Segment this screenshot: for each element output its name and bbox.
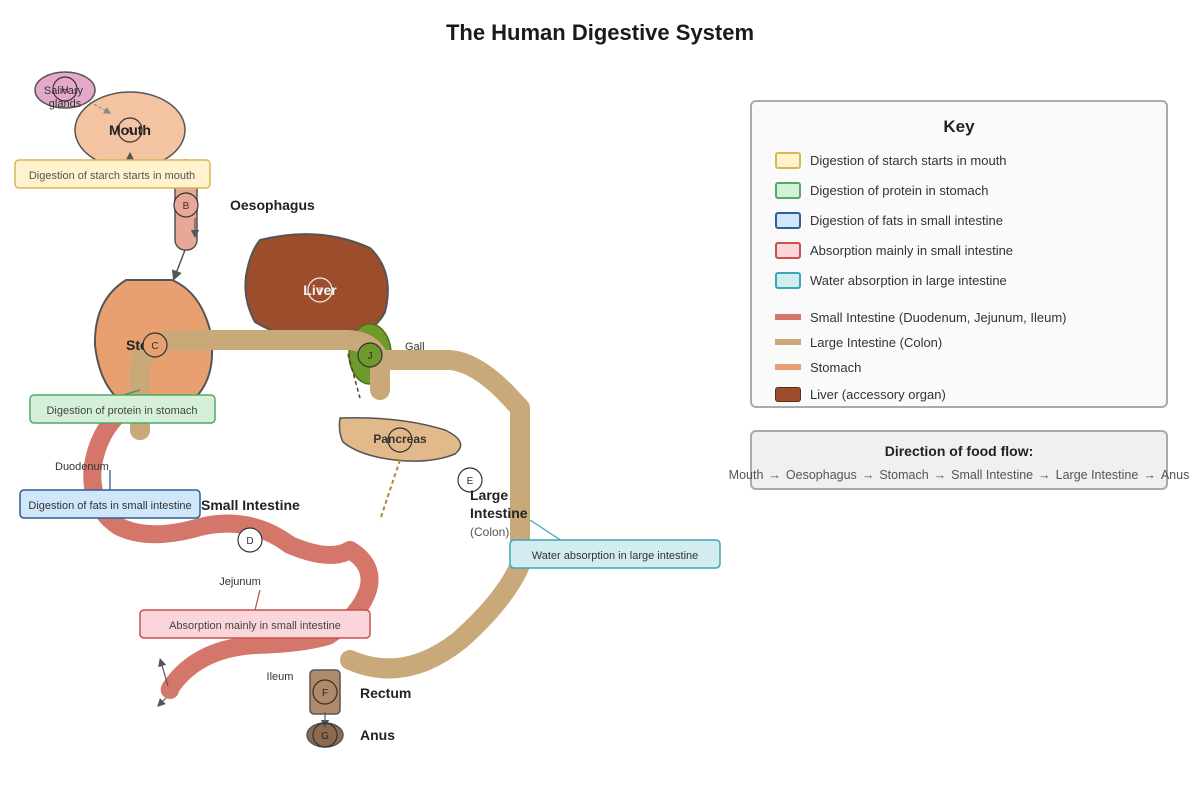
rectum-label: Rectum [360,685,411,701]
svg-text:J: J [368,351,373,362]
flow-step-large-intestine: Large Intestine [1055,468,1139,482]
duodenum-label: Duodenum [55,461,109,473]
liver-label: Liver [303,282,337,298]
ileum-label: Ileum [267,671,294,683]
oesophagus-to-stomach-arrow [171,249,186,281]
key-item-absorption: Absorption mainly in small intestine [775,240,1013,260]
starch-callout: Digestion of starch starts in mouth [14,159,211,189]
flow-arrow-icon: → [1038,468,1051,482]
marker-d: D [237,527,263,553]
marker-pancreas [387,427,413,453]
svg-text:Water absorption in large inte: Water absorption in large intestine [532,550,699,562]
flow-step-mouth: Mouth [728,468,764,482]
svg-text:D: D [246,536,253,547]
marker-c: C [142,332,168,358]
flow-step-oesophagus: Oesophagus [785,468,857,482]
svg-text:A: A [127,126,134,137]
marker-f: F [312,679,338,705]
svg-text:C: C [151,341,158,352]
colon-label: (Colon) [470,525,509,539]
large-intestine-label-1: Large [470,487,508,503]
page-title: The Human Digestive System [446,20,754,45]
absorption-callout: Absorption mainly in small intestine [139,609,371,639]
water-callout: Water absorption in large intestine [509,539,721,569]
marker-e: E [457,467,483,493]
key-item-protein: Digestion of protein in stomach [775,180,988,200]
svg-text:Digestion of starch starts in: Digestion of starch starts in mouth [29,170,195,182]
key-panel: Key Digestion of starch starts in mouth … [750,100,1168,408]
flow-step-stomach: Stomach [879,468,929,482]
marker-g: G [312,722,338,748]
marker-a: A [117,117,143,143]
key-swatch-liver [775,386,801,402]
marker-h: H [52,76,78,102]
salivary-to-mouth-arrow [89,101,112,114]
ileum-flow-arrow-1 [158,657,169,687]
marker-j: J [357,342,383,368]
key-line-large-intestine [775,339,801,345]
pancreatic-duct-line [379,459,401,521]
fats-callout: Digestion of fats in small intestine [19,489,201,519]
protein-callout: Digestion of protein in stomach [29,394,216,424]
key-item-liver: Liver (accessory organ) [775,384,946,404]
flow-arrow-icon: → [933,468,947,482]
svg-text:Absorption mainly in small int: Absorption mainly in small intestine [169,620,341,632]
small-intestine-path [83,396,379,699]
key-swatch-protein [775,181,801,199]
marker-i: I [307,277,333,303]
key-line-small-intestine [775,314,801,320]
key-item-stomach: Stomach [775,357,861,377]
key-swatch-absorption [775,241,801,259]
stomach-label: Stomach [126,337,185,353]
flow-arrow-icon: → [768,468,781,482]
food-flow-sequence: Mouth → Oesophagus → Stomach → Small Int… [729,468,1190,482]
key-item-large-intestine: Large Intestine (Colon) [775,332,942,352]
salivary-glands-shape [34,71,96,109]
pancreas-label: Pancreas [373,432,427,446]
key-item-starch: Digestion of starch starts in mouth [775,150,1007,170]
svg-text:I: I [319,286,322,297]
small-intestine-label: Small Intestine [201,497,300,513]
jejunum-pointer-line [254,589,261,611]
key-item-water: Water absorption in large intestine [775,270,1007,290]
key-title: Key [943,117,975,136]
flow-step-small-intestine: Small Intestine [951,468,1034,482]
ileum-flow-arrow-2 [157,697,167,707]
svg-text:B: B [183,201,190,212]
water-pointer-line [529,519,563,542]
svg-text:G: G [321,731,329,742]
svg-text:F: F [322,688,328,699]
gall-dashed-line [347,353,361,399]
marker-b: B [173,192,199,218]
key-line-stomach [775,364,801,370]
flow-arrow-icon: → [861,468,875,482]
flow-arrow-icon: → [1143,468,1156,482]
food-flow-title: Direction of food flow: [884,443,1034,459]
svg-text:H: H [61,85,68,96]
svg-text:Digestion of protein in stomac: Digestion of protein in stomach [46,405,197,417]
pancreas-shape [338,417,462,462]
flow-step-anus: Anus [1160,468,1190,482]
key-swatch-water [775,271,801,289]
mouth-label: Mouth [109,122,151,138]
anus-label: Anus [360,727,395,743]
svg-text:E: E [467,476,474,487]
oesophagus-label: Oesophagus [230,197,315,213]
food-flow-panel: Direction of food flow: Mouth → Oesophag… [729,430,1189,490]
salivary-glands-label: Salivary glands [44,85,86,110]
large-intestine-label-2: Intestine [470,505,528,521]
key-item-small-intestine: Small Intestine (Duodenum, Jejunum, Ileu… [775,307,1067,327]
svg-text:Digestion of fats in small int: Digestion of fats in small intestine [28,500,191,512]
key-swatch-starch [775,151,801,169]
key-swatch-fats [775,211,801,229]
jejunum-label: Jejunum [219,576,261,588]
key-item-fats: Digestion of fats in small intestine [775,210,1003,230]
gall-label: Gall [405,341,425,353]
